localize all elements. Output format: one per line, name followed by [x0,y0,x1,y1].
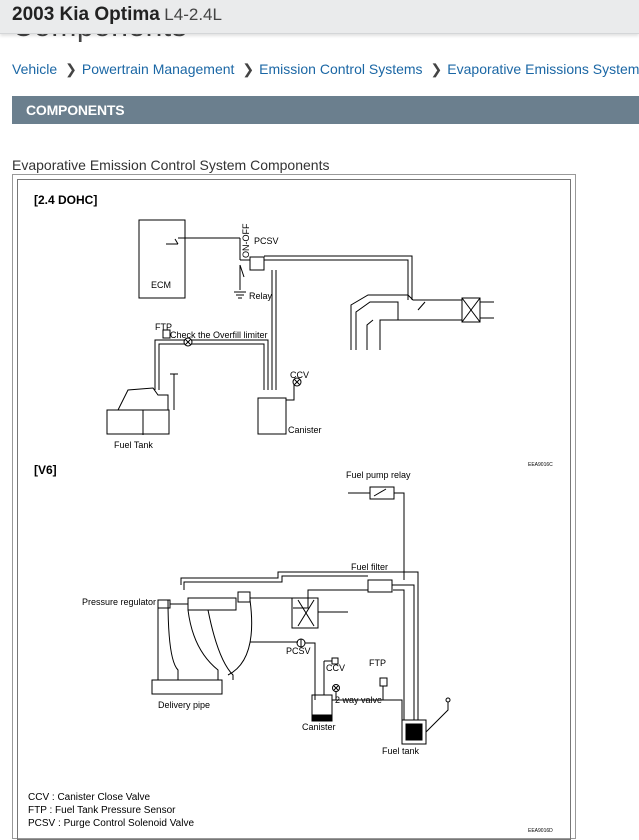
fuel-pump-relay-label: Fuel pump relay [346,470,411,480]
fuel-pump-relay [369,486,395,500]
dohc-heading: [2.4 DOHC] [34,193,97,207]
canister [257,397,287,435]
breadcrumb-link-evaporative[interactable]: Evaporative Emissions System [447,61,639,77]
dohc-code: EEA9016C [528,462,553,468]
v6-heading: [V6] [34,463,57,477]
two-way-valve-label: 2 way valve [335,695,382,705]
delivery-pipe [151,679,223,695]
evap-system-diagram: [2.4 DOHC] ECM ON-OFF PCSV Relay FTP Che… [28,193,553,834]
breadcrumb-link-emission-control[interactable]: Emission Control Systems [259,61,423,77]
pcsv-label: PCSV [254,236,279,246]
pcsv-valve [249,256,265,271]
section-header: COMPONENTS [12,96,639,124]
ftp-v6-label: FTP [369,658,386,668]
ccv-v6-label: CCV [326,663,345,673]
vehicle-header-bar: 2003 Kia Optima L4-2.4L [0,0,639,34]
vehicle-engine: L4-2.4L [164,5,222,24]
diagram-inner: [2.4 DOHC] ECM ON-OFF PCSV Relay FTP Che… [17,179,571,840]
figure-caption: Evaporative Emission Control System Comp… [12,157,330,173]
breadcrumb: Vehicle❯Powertrain Management❯Emission C… [12,61,639,78]
ftp-label: FTP [155,322,172,332]
ftp-sensor-v6 [379,677,388,687]
injector-block [291,597,319,629]
fuel-filter [367,579,393,593]
chevron-right-icon: ❯ [430,61,443,77]
fuel-rail [187,597,237,611]
chevron-right-icon: ❯ [242,61,255,77]
vehicle-name: 2003 Kia Optima [12,4,160,25]
fuel-tank-label: Fuel Tank [114,440,153,450]
on-off-label: ON-OFF [241,223,251,258]
throttle-body [461,297,481,323]
canister-v6-label: Canister [302,722,336,732]
overfill-label: Check the Overfill limiter [170,330,268,340]
breadcrumb-link-vehicle[interactable]: Vehicle [12,61,58,77]
ecm-label: ECM [151,280,171,290]
pressure-regulator-label: Pressure regulator [82,597,156,607]
ccv-label: CCV [290,370,309,380]
legend-ftp: FTP : Fuel Tank Pressure Sensor [28,805,176,816]
breadcrumb-link-powertrain[interactable]: Powertrain Management [81,61,235,77]
fuel-tank-dohc [106,409,170,435]
relay-label: Relay [249,291,273,301]
fuel-tank-v6-label: Fuel tank [382,746,420,756]
chevron-right-icon: ❯ [65,61,77,77]
ftp-sensor [162,329,171,339]
delivery-pipe-label: Delivery pipe [158,700,210,710]
legend-pcsv: PCSV : Purge Control Solenoid Valve [28,818,194,829]
pcsv-v6-label: PCSV [286,646,311,656]
fuel-filter-label: Fuel filter [351,562,388,572]
ecm-box [138,219,186,299]
legend-ccv: CCV : Canister Close Valve [28,792,151,803]
canister-label: Canister [288,425,322,435]
v6-code: EEA9016D [528,828,553,834]
diagram-frame: [2.4 DOHC] ECM ON-OFF PCSV Relay FTP Che… [12,174,576,840]
